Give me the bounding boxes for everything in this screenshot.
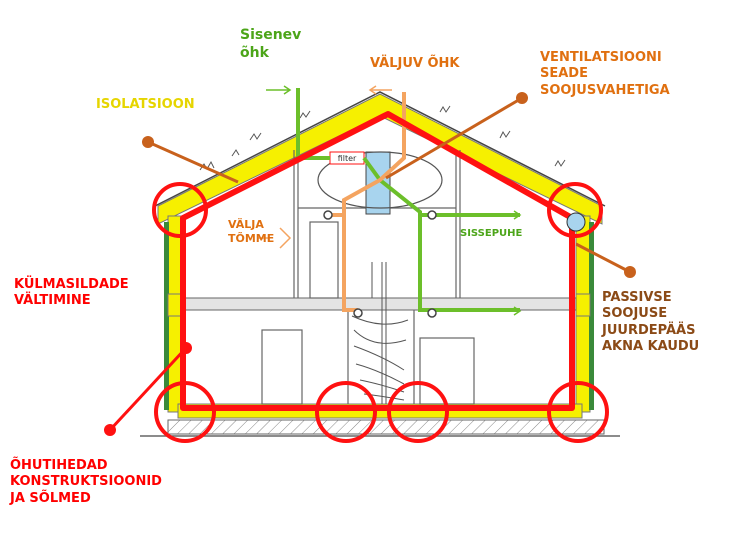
arrow-icon bbox=[258, 85, 522, 316]
passive-heat-label: PASSIVSE SOOJUSE JUURDEPÄÄS AKNA KAUDU bbox=[602, 290, 700, 354]
incoming-air-label: Sisenev õhk bbox=[240, 27, 302, 61]
extract-label: VÄLJA TÕMME bbox=[228, 218, 275, 245]
red-dot-icon bbox=[104, 342, 192, 436]
left-floor-end bbox=[167, 293, 183, 317]
interior-structure bbox=[261, 150, 475, 405]
window-sun-icon bbox=[566, 212, 586, 232]
foundation-hatch bbox=[167, 419, 605, 435]
roof-outline bbox=[154, 91, 606, 207]
brown-pointers bbox=[147, 96, 631, 274]
outgoing-air-label: VÄLJUV ÕHK bbox=[370, 56, 460, 71]
airtight-envelope bbox=[180, 111, 575, 411]
spiral-stair bbox=[351, 262, 409, 404]
ventilation-unit-label: VENTILATSIOONI SEADE SOOJUSVAHETIGA bbox=[540, 50, 670, 98]
filter-label: filter bbox=[338, 154, 357, 163]
thermal-bridges-label: KÜLMASILDADE VÄLTIMINE bbox=[14, 277, 129, 309]
insulation-label: ISOLATSIOON bbox=[96, 97, 195, 112]
supply-label: SISSEPUHE bbox=[460, 228, 523, 239]
right-facade-strip bbox=[589, 222, 594, 410]
dot-icon bbox=[142, 92, 636, 278]
right-floor-end bbox=[575, 293, 591, 317]
thermal-bridge-circles bbox=[152, 182, 609, 443]
left-facade-strip bbox=[164, 222, 169, 410]
unit-highlight-ellipse bbox=[317, 151, 443, 209]
fan-icon bbox=[323, 210, 437, 318]
airtight-label: ÕHUTIHEDAD KONSTRUKTSIOONID JA SÕLMED bbox=[10, 458, 162, 506]
red-pointers bbox=[108, 346, 188, 432]
